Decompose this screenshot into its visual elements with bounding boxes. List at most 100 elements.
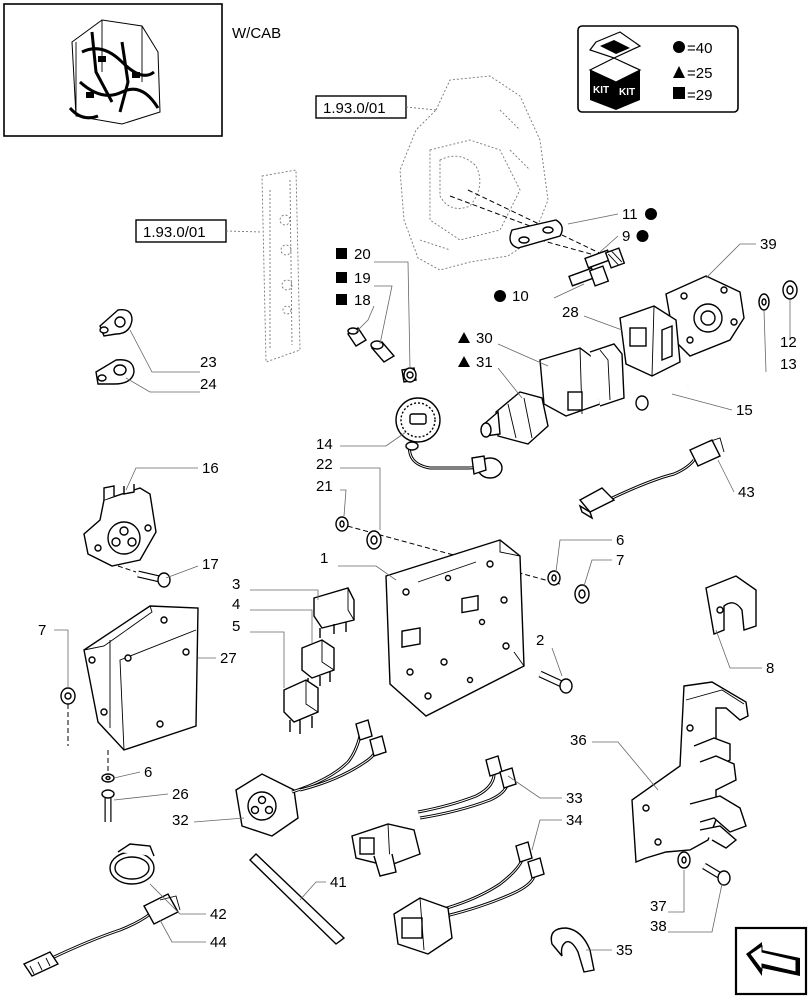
callout-leader-line bbox=[374, 261, 411, 369]
callout-leader-line bbox=[165, 565, 199, 579]
callout-leader-line bbox=[125, 467, 198, 491]
part-44-harness bbox=[22, 893, 181, 977]
callout-leader-line bbox=[599, 235, 619, 253]
callout-label-7: 7 bbox=[616, 552, 624, 569]
callout-label-17: 17 bbox=[202, 556, 219, 573]
callout-label-43: 43 bbox=[738, 484, 755, 501]
part-30-connector bbox=[539, 343, 625, 417]
callout-label-36: 36 bbox=[570, 732, 587, 749]
kit-legend: KIT KIT =40 =25 =29 bbox=[577, 25, 739, 113]
legend-row-square: =29 bbox=[673, 87, 712, 104]
callout-label-15: 15 bbox=[736, 402, 753, 419]
part-36-bracket bbox=[631, 681, 749, 864]
square-kit-symbol-icon bbox=[336, 294, 347, 305]
callout-label-32: 32 bbox=[172, 812, 189, 829]
callout-leader-line bbox=[193, 817, 245, 823]
callout-label-18: 18 bbox=[354, 292, 371, 309]
square-kit-symbol-icon bbox=[336, 272, 347, 283]
callout-leader-line bbox=[583, 315, 623, 331]
callout-label-39: 39 bbox=[760, 236, 777, 253]
part-10-plug bbox=[568, 265, 610, 287]
callout-leader-line bbox=[592, 741, 659, 791]
callout-leader-line bbox=[250, 631, 285, 688]
callout-label-23: 23 bbox=[200, 354, 217, 371]
callout-leader-line bbox=[531, 819, 562, 851]
callout-leader-line bbox=[497, 343, 549, 367]
callout-label-1: 1 bbox=[320, 550, 328, 567]
callout-label-44: 44 bbox=[210, 934, 227, 951]
kit-word-left: KIT bbox=[593, 85, 609, 96]
callout-leader-line bbox=[250, 589, 319, 600]
part-6-washer-right bbox=[547, 570, 561, 586]
callout-label-11: 11 bbox=[622, 206, 638, 223]
callout-leader-line bbox=[340, 489, 347, 517]
part-11-plate bbox=[509, 219, 563, 249]
callout-leader-line bbox=[715, 629, 762, 669]
callout-label-35: 35 bbox=[616, 942, 633, 959]
svg-text:1.93.0/01: 1.93.0/01 bbox=[323, 100, 386, 117]
part-19-sleeve bbox=[370, 340, 396, 363]
part-17-screw bbox=[117, 565, 171, 588]
part-4-relay bbox=[301, 639, 335, 688]
part-18-sleeve bbox=[347, 327, 367, 347]
part-33-harness bbox=[351, 755, 517, 877]
svg-text:=29: =29 bbox=[687, 87, 712, 104]
part-32-socket-harness bbox=[235, 719, 387, 837]
callout-leader-line bbox=[497, 367, 523, 399]
callout-label-42: 42 bbox=[210, 906, 227, 923]
callout-label-8: 8 bbox=[766, 660, 774, 677]
callout-label-12: 12 bbox=[780, 334, 797, 351]
part-27-bracket bbox=[83, 605, 199, 751]
callout-label-13: 13 bbox=[780, 356, 797, 373]
callout-label-5: 5 bbox=[232, 618, 240, 635]
callout-label-14: 14 bbox=[316, 436, 333, 453]
callout-leader-line bbox=[129, 329, 200, 373]
reference-box-1: 1.93.0/01 bbox=[315, 95, 437, 119]
callout-label-6: 6 bbox=[616, 532, 624, 549]
callout-label-19: 19 bbox=[354, 270, 371, 287]
kit-word-right: KIT bbox=[619, 87, 635, 98]
circle-kit-symbol-icon bbox=[645, 208, 657, 220]
callout-label-38: 38 bbox=[650, 918, 667, 935]
cab-thumbnail bbox=[3, 3, 223, 137]
part-3-relay bbox=[313, 587, 355, 638]
callout-leader-line bbox=[668, 870, 685, 913]
part-43-harness bbox=[578, 437, 725, 520]
callout-leader-line bbox=[553, 283, 585, 299]
part-23-clip bbox=[99, 309, 133, 337]
triangle-kit-symbol-icon bbox=[458, 356, 470, 367]
part-16-socket bbox=[83, 484, 157, 567]
part-9-plug bbox=[584, 247, 626, 269]
circle-kit-symbol-icon bbox=[636, 230, 649, 242]
callout-label-27: 27 bbox=[220, 650, 237, 667]
svg-text:=40: =40 bbox=[687, 40, 712, 57]
callout-leader-line bbox=[159, 919, 206, 943]
callout-label-41: 41 bbox=[330, 874, 347, 891]
callout-label-20: 20 bbox=[354, 246, 371, 263]
callout-leader-line bbox=[717, 459, 735, 493]
part-6-washer-left bbox=[101, 773, 115, 783]
callout-label-24: 24 bbox=[200, 376, 217, 393]
callout-leader-line bbox=[340, 431, 407, 447]
part-26-bolt bbox=[101, 789, 115, 822]
kit-box-icon: KIT KIT bbox=[588, 31, 642, 110]
callout-label-31: 31 bbox=[476, 354, 493, 371]
next-page-arrow-icon[interactable] bbox=[734, 926, 808, 996]
part-37-washer bbox=[677, 851, 691, 869]
callout-leader-line bbox=[763, 309, 767, 373]
part-8-clip bbox=[705, 575, 757, 635]
callout-label-3: 3 bbox=[232, 576, 240, 593]
callout-label-2: 2 bbox=[536, 632, 544, 649]
part-12-washer bbox=[758, 293, 770, 311]
callout-label-9: 9 bbox=[622, 228, 630, 245]
callout-leader-line bbox=[149, 883, 206, 915]
part-7-nut-left bbox=[60, 687, 76, 746]
reference-box-2: 1.93.0/01 bbox=[135, 219, 263, 243]
callout-leader-line bbox=[555, 539, 612, 573]
callout-label-26: 26 bbox=[172, 786, 189, 803]
part-41-rod bbox=[249, 853, 346, 945]
legend-row-circle: =40 bbox=[673, 40, 712, 57]
triangle-kit-symbol-icon bbox=[458, 332, 470, 343]
callout-leader-line bbox=[299, 881, 326, 901]
